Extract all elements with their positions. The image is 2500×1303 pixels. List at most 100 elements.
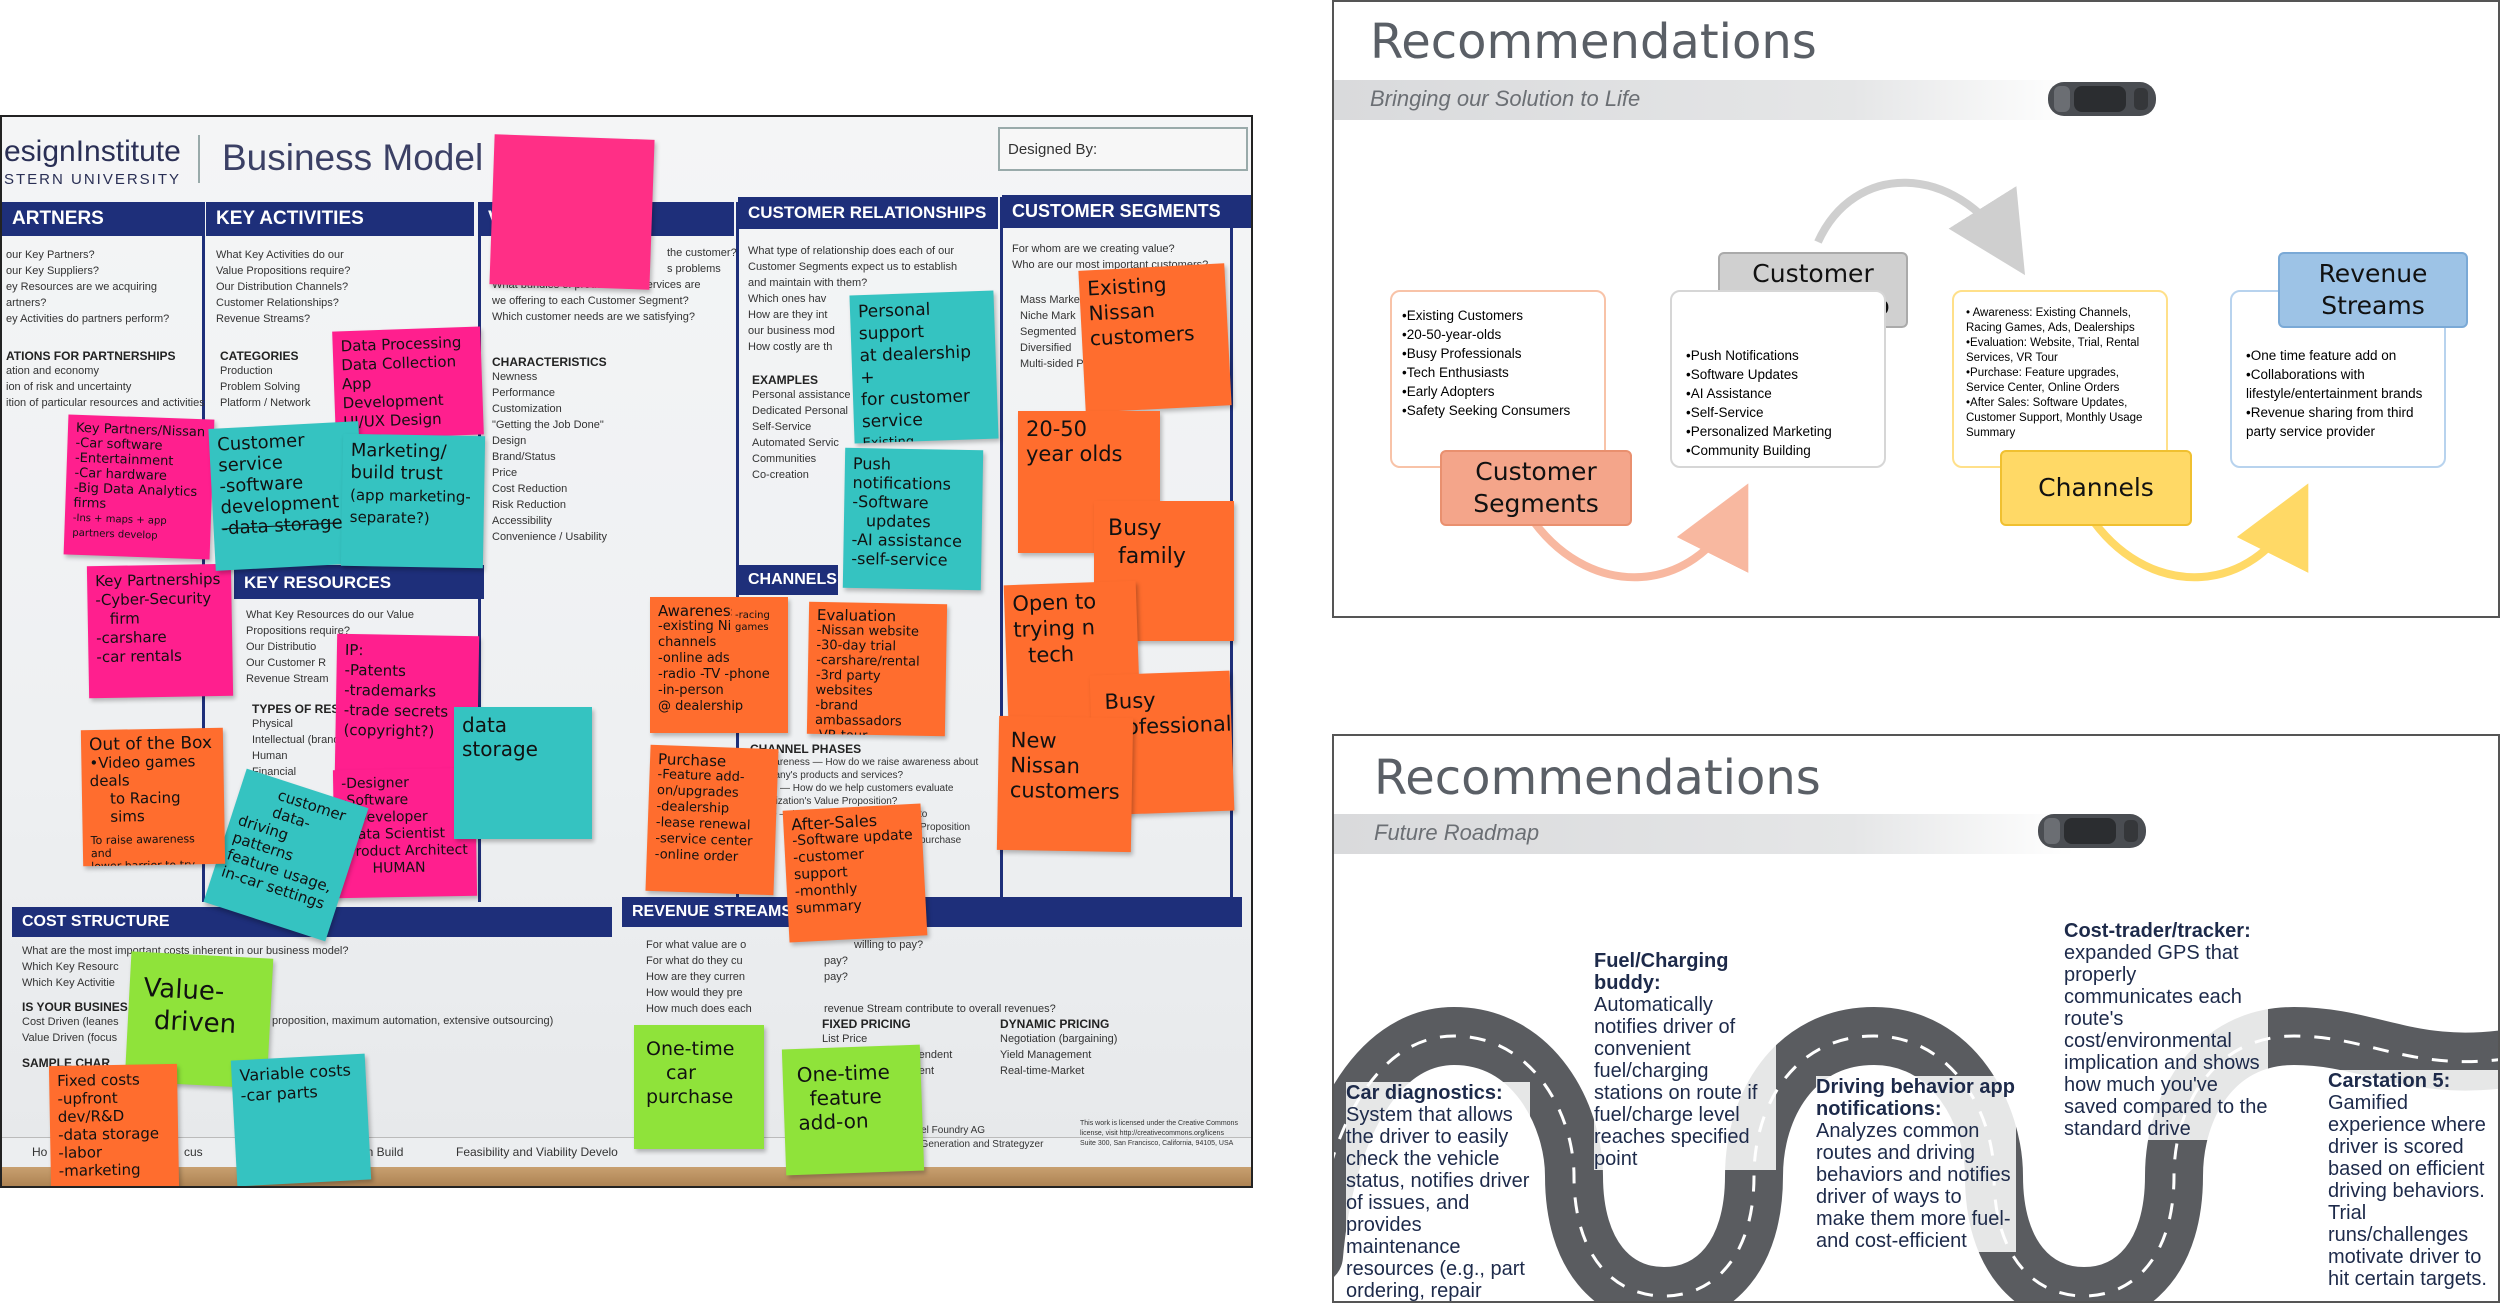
value-question: Which customer needs are we satisfying? (492, 309, 737, 325)
note-line: -data storage (58, 1124, 170, 1144)
channel-phase: company's products and services? (750, 769, 978, 782)
sticky-note-existing-nissan: Existing Nissan customers (1078, 263, 1231, 412)
partners-questions: our Key Partners? our Key Suppliers? ey … (6, 247, 169, 327)
motivation-item: ion of risk and uncertainty (6, 379, 205, 395)
cs-type: Diversified (1020, 340, 1084, 356)
activities-question: Our Distribution Channels? (216, 279, 350, 295)
footer-item: cus (184, 1144, 203, 1160)
cr-examples: EXAMPLES Personal assistance Dedicated P… (752, 373, 850, 483)
sticky-note-evaluation: Evaluation -Nissan website -30-day trial… (807, 602, 947, 736)
roadmap-fuel-charging-buddy: Fuel/Charging buddy: Automatically notif… (1594, 950, 1776, 1170)
note-line: to Racing sims (90, 788, 217, 826)
slide-bringing-solution: Recommendations Bringing our Solution to… (1332, 0, 2500, 618)
note-line: -AI assistance (851, 530, 973, 551)
segments-item: •20-50-year-olds (1402, 325, 1594, 344)
activities-question: What Key Activities do our (216, 247, 350, 263)
note-line: build trust (350, 462, 476, 486)
characteristic-item: Price (492, 465, 607, 481)
note-line: Personal support (858, 297, 987, 345)
note-line: -marketing (59, 1160, 171, 1180)
partners-motivations: ATIONS FOR PARTNERSHIPS ation and econom… (6, 349, 205, 411)
note-line: -brand ambassadors (815, 698, 938, 730)
cost-business-title: IS YOUR BUSINES (22, 1000, 128, 1014)
institute-name: esignInstitute (4, 135, 181, 169)
note-line: Key Partnerships (95, 570, 223, 591)
note-line: -Product Architect (342, 842, 468, 861)
relationship-item: •Software Updates (1686, 365, 1874, 384)
header-customer-segments: CUSTOMER SEGMENTS (1002, 195, 1253, 228)
categories: CATEGORIES Production Problem Solving Pl… (220, 349, 310, 411)
channel-phases-title: CHANNEL PHASES (750, 742, 978, 756)
relationship-item: •Push Notifications (1686, 346, 1874, 365)
note-line: Out of the Box (89, 734, 215, 754)
cost-business: IS YOUR BUSINES Cost Driven (leanes Valu… (22, 1000, 128, 1070)
note-line: •Video games deals (89, 752, 216, 790)
designed-by-label: Designed By: (1008, 141, 1097, 158)
fixed-pricing-title: FIXED PRICING (822, 1017, 952, 1031)
key-activities-questions: What Key Activities do our Value Proposi… (216, 247, 350, 327)
note-line: -Cyber-Security (95, 589, 223, 610)
revenue-tail-item: pay? (824, 953, 1056, 969)
roadmap-item-body: expanded GPS that properly communicates … (2064, 942, 2267, 1140)
note-line: Busy (1104, 685, 1217, 715)
channels-item: • Awareness: Existing Channels, Racing G… (1966, 306, 2158, 336)
roadmap-carstation: Carstation 5: Gamified experience where … (2328, 1070, 2500, 1290)
roadmap-item-title: Driving behavior app notifications (1816, 1076, 2015, 1120)
note-line: -carshare (96, 627, 224, 648)
note-line: -3rd party websites (815, 668, 938, 700)
channel-phase: uation — How do we help customers evalua… (750, 782, 978, 795)
revenue-list: •One time feature add on •Collaborations… (2246, 346, 2434, 441)
dynamic-pricing-item: Negotiation (bargaining) (1000, 1031, 1117, 1047)
sticky-note-personal-support: Personal support at dealership + for cus… (849, 291, 998, 444)
canvas-title: Business Model C (222, 137, 520, 179)
partners-question: ey Resources are we acquiring (6, 279, 169, 295)
partners-question: ey Activities do partners perform? (6, 311, 169, 327)
note-line: at dealership + (859, 341, 988, 389)
roadmap-item-body: Automatically notifies driver of conveni… (1594, 994, 1757, 1170)
sticky-note-key-partnerships: Key Partnerships -Cyber-Security firm -c… (87, 564, 233, 698)
note-line: partners develop (72, 526, 202, 546)
dynamic-pricing-title: DYNAMIC PRICING (1000, 1017, 1117, 1031)
revenue-question: How would they pre (646, 985, 752, 1001)
revenue-item: •One time feature add on (2246, 346, 2434, 365)
arrow-grey (1818, 183, 2008, 248)
sticky-note-purchase: Purchase -Feature add-on/upgrades -deale… (645, 745, 778, 895)
note-line: Marketing/ (351, 440, 477, 464)
cs-types: Mass Marke Niche Mark Segmented Diversif… (1020, 292, 1084, 372)
note-line: New (1011, 728, 1121, 755)
note-line: (app marketing- (350, 484, 476, 508)
business-model-canvas-photo: esignInstitute STERN UNIVERSITY Business… (0, 115, 1253, 1188)
roadmap-item-title: Carstation 5 (2328, 1070, 2444, 1092)
revenue-tail-item: willing to pay? (824, 937, 1056, 953)
note-line: games (735, 622, 785, 634)
fixed-pricing-item: List Price (822, 1031, 952, 1047)
relationship-list: •Push Notifications •Software Updates •A… (1686, 346, 1874, 460)
channel-phase: 1. Awareness — How do we raise awareness… (750, 756, 978, 769)
relationship-item: •AI Assistance (1686, 384, 1874, 403)
segments-item: •Busy Professionals (1402, 344, 1594, 363)
note-line: -Feature add-on/upgrades (657, 767, 770, 803)
sticky-note-data-storage: data storage (454, 707, 592, 839)
note-line: purchase (646, 1085, 752, 1109)
segments-item: •Early Adopters (1402, 382, 1594, 401)
license-line: license, visit http://creativecommons.or… (1080, 1129, 1238, 1139)
example-item: Co-creation (752, 467, 850, 483)
note-line: -in-person (658, 683, 780, 699)
note-line: -trade secrets (344, 700, 470, 722)
cost-item: Cost Driven (leanes (22, 1014, 128, 1030)
segments-box: •Existing Customers •20-50-year-olds •Bu… (1390, 290, 1606, 468)
motivations-title: ATIONS FOR PARTNERSHIPS (6, 349, 205, 363)
note-line: family (1108, 543, 1220, 571)
sticky-note-key-partners: Key Partners/Nissan -Car software -Enter… (64, 414, 215, 559)
cs-type: Mass Marke (1020, 292, 1084, 308)
types-title: TYPES OF RESO (252, 702, 349, 716)
category-item: Production (220, 363, 310, 379)
sticky-note-fixed-costs: Fixed costs -upfront dev/R&D -data stora… (49, 1064, 179, 1188)
partners-question: our Key Partners? (6, 247, 169, 263)
note-line: data (462, 713, 584, 737)
designed-by-box: Designed By: (998, 127, 1248, 171)
partners-question: artners? (6, 295, 169, 311)
revenue-question: How are they curren (646, 969, 752, 985)
note-line: driven (141, 1004, 257, 1042)
characteristic-item: Accessibility (492, 513, 607, 529)
